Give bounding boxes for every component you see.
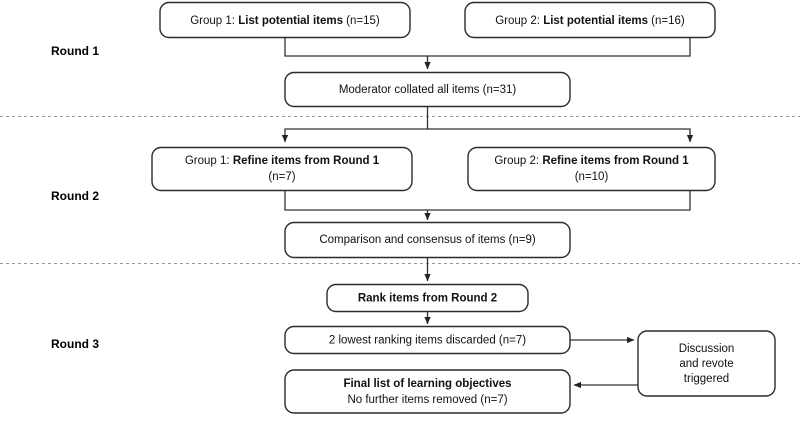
node-lowest-ranking-discarded[interactable]: [284, 325, 571, 355]
node-round1-group1[interactable]: [159, 1, 411, 39]
node-final-list[interactable]: [284, 369, 571, 414]
node-round1-group1-count: (n=15): [343, 15, 380, 27]
connector-moderator-to-group1-round2: [281, 107, 429, 143]
node-rank-items[interactable]: [326, 283, 529, 313]
node-final-list-subtitle: No further items removed (n=7): [347, 394, 507, 406]
node-round1-group1-emphasis: List potential items: [238, 15, 343, 27]
node-round1-group2-label: Group 2: List potential items (n=16): [495, 15, 685, 27]
connector-round2-merge: [284, 191, 691, 211]
node-moderator-collated-label: Moderator collated all items (n=31): [339, 84, 517, 96]
round-label-2: Round 2: [51, 189, 99, 203]
node-round2-group1[interactable]: [151, 146, 413, 192]
node-round2-group1-emphasis: Refine items from Round 1: [233, 155, 380, 167]
node-round1-group1-prefix: Group 1:: [190, 15, 238, 27]
node-round2-group2-prefix: Group 2:: [494, 155, 542, 167]
node-round2-group1-prefix: Group 1:: [185, 155, 233, 167]
node-final-list-title: Final list of learning objectives: [343, 378, 511, 390]
node-round2-group1-label: Group 1: Refine items from Round 1: [185, 155, 380, 167]
node-discussion-revote-line2: and revote: [679, 358, 733, 370]
node-comparison-consensus-label: Comparison and consensus of items (n=9): [319, 234, 536, 246]
node-round2-group2-count: (n=10): [575, 171, 609, 183]
node-comparison-consensus[interactable]: [284, 221, 571, 259]
node-round2-group2[interactable]: [467, 146, 716, 192]
connector-moderator-to-group2-round2: [427, 128, 694, 143]
node-round2-group1-count: (n=7): [268, 171, 295, 183]
node-round1-group2-count: (n=16): [648, 15, 685, 27]
node-round2-group2-emphasis: Refine items from Round 1: [542, 155, 689, 167]
node-discussion-revote[interactable]: [637, 330, 776, 397]
round-label-3: Round 3: [51, 337, 99, 351]
round-label-1: Round 1: [51, 44, 99, 58]
node-round1-group2-prefix: Group 2:: [495, 15, 543, 27]
node-round2-group2-label: Group 2: Refine items from Round 1: [494, 155, 689, 167]
node-round1-group1-label: Group 1: List potential items (n=15): [190, 15, 380, 27]
node-discussion-revote-line3: triggered: [684, 373, 729, 385]
connector-round1-merge: [284, 37, 691, 57]
node-round1-group2[interactable]: [464, 1, 716, 39]
node-lowest-ranking-discarded-label: 2 lowest ranking items discarded (n=7): [329, 335, 526, 347]
node-round1-group2-emphasis: List potential items: [543, 15, 648, 27]
node-discussion-revote-line1: Discussion: [679, 343, 735, 355]
node-moderator-collated[interactable]: [284, 71, 571, 108]
node-rank-items-label: Rank items from Round 2: [358, 293, 497, 305]
